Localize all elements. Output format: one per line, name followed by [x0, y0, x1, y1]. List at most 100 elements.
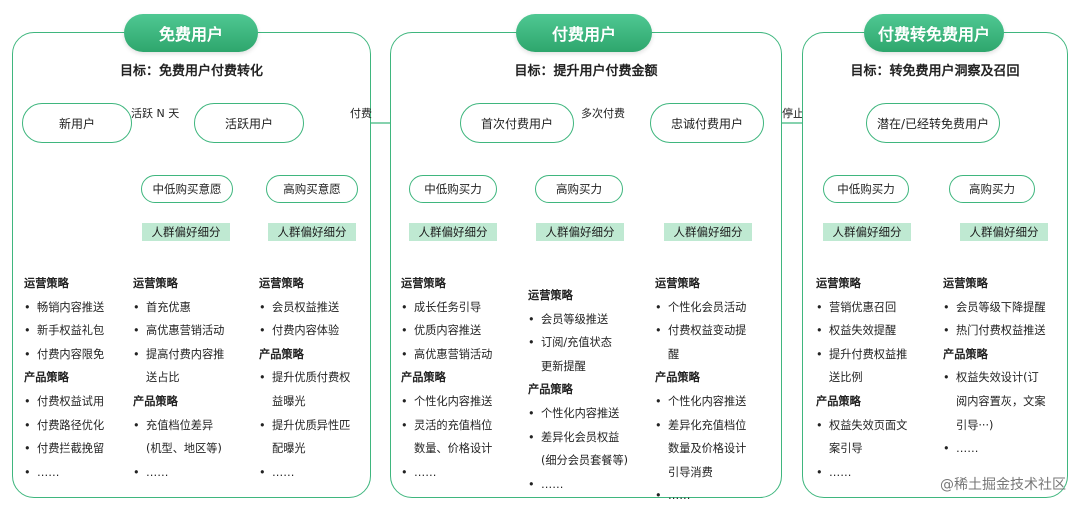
list-item: 个性化内容推送	[401, 390, 523, 414]
list-item: 差异化充值档位	[655, 414, 779, 438]
list-item: ……	[528, 473, 652, 497]
segment-tag: 人群偏好细分	[409, 223, 497, 241]
list-item-continuation: 引导消费	[668, 465, 713, 479]
product-strategy-heading: 产品策略	[133, 394, 178, 408]
product-strategy-heading: 产品策略	[24, 371, 69, 385]
list-item: 付费内容体验	[259, 319, 369, 343]
list-item-continuation: 数量及价格设计	[668, 442, 747, 456]
list-item: 提升付费权益推	[816, 343, 936, 367]
list-item-continuation: 送比例	[829, 371, 863, 385]
list-item: 成长任务引导	[401, 296, 523, 320]
node-first-pay-user: 首次付费用户	[460, 103, 574, 143]
node-mid-purchasing-power: 中低购买力	[409, 175, 497, 203]
strategy-column: 运营策略 营销优惠召回 权益失效提醒 提升付费权益推 送比例 产品策略 权益失效…	[816, 272, 936, 484]
list-item: 权益失效页面文	[816, 414, 936, 438]
list-item: 热门付费权益推送	[943, 319, 1065, 343]
product-strategy-heading: 产品策略	[655, 371, 700, 385]
watermark: @稀土掘金技术社区	[940, 477, 1066, 493]
node-high-purchasing-power: 高购买力	[949, 175, 1035, 203]
strategy-column: 运营策略 会员权益推送 付费内容体验 产品策略 提升优质付费权 益曝光 提升优质…	[259, 272, 369, 484]
node-high-intent: 高购买意愿	[266, 175, 358, 203]
node-lapsed-user: 潜在/已经转免费用户	[866, 103, 1000, 143]
list-item: ……	[133, 461, 251, 485]
list-item: 差异化会员权益	[528, 426, 652, 450]
list-item: 新手权益礼包	[24, 319, 134, 343]
strategy-column: 运营策略 个性化会员活动 付费权益变动提 醒 产品策略 个性化内容推送 差异化充…	[655, 272, 779, 508]
list-item-continuation: (机型、地区等)	[146, 442, 222, 456]
product-strategy-heading: 产品策略	[816, 394, 861, 408]
node-new-user: 新用户	[22, 103, 132, 143]
list-item: 首充优惠	[133, 296, 251, 320]
panel-title-paid-to-free-users: 付费转免费用户	[864, 14, 1004, 52]
list-item: 营销优惠召回	[816, 296, 936, 320]
list-item-continuation: 送占比	[146, 371, 180, 385]
product-strategy-heading: 产品策略	[943, 347, 988, 361]
list-item: 高优惠营销活动	[401, 343, 523, 367]
list-item-continuation: 配曝光	[272, 442, 306, 456]
panel-title-paying-users: 付费用户	[516, 14, 652, 52]
list-item: ……	[943, 437, 1065, 461]
list-item: 付费内容限免	[24, 343, 134, 367]
list-item: 提高付费内容推	[133, 343, 251, 367]
list-item: 权益失效设计(订	[943, 366, 1065, 390]
panel-title-free-users: 免费用户	[124, 14, 258, 52]
ops-strategy-heading: 运营策略	[24, 277, 69, 290]
strategy-column: 运营策略 畅销内容推送 新手权益礼包 付费内容限免 产品策略 付费权益试用 付费…	[24, 272, 134, 484]
ops-strategy-heading: 运营策略	[655, 277, 700, 290]
list-item-continuation: 数量、价格设计	[414, 442, 493, 456]
list-item: 优质内容推送	[401, 319, 523, 343]
node-active-user: 活跃用户	[194, 103, 304, 143]
node-mid-intent: 中低购买意愿	[141, 175, 233, 203]
list-item: 充值档位差异	[133, 414, 251, 438]
list-item-continuation: 案引导	[829, 442, 863, 456]
list-item: 畅销内容推送	[24, 296, 134, 320]
segment-tag: 人群偏好细分	[142, 223, 230, 241]
list-item: ……	[259, 461, 369, 485]
list-item-continuation: 醒	[668, 347, 680, 361]
list-item-continuation: 更新提醒	[541, 359, 586, 373]
list-item: 会员等级推送	[528, 308, 652, 332]
list-item: 个性化会员活动	[655, 296, 779, 320]
product-strategy-heading: 产品策略	[528, 383, 573, 397]
list-item: 灵活的充值档位	[401, 414, 523, 438]
segment-tag: 人群偏好细分	[664, 223, 752, 241]
strategy-column: 运营策略 会员等级推送 订阅/充值状态 更新提醒 产品策略 个性化内容推送 差异…	[528, 284, 652, 496]
segment-tag: 人群偏好细分	[823, 223, 911, 241]
ops-strategy-heading: 运营策略	[259, 277, 304, 290]
goal-paying-users: 目标：提升用户付费金额	[514, 64, 658, 79]
product-strategy-heading: 产品策略	[259, 347, 304, 361]
edge-label-pay: 付费	[350, 107, 372, 120]
list-item: ……	[655, 484, 779, 508]
strategy-column: 运营策略 首充优惠 高优惠营销活动 提高付费内容推 送占比 产品策略 充值档位差…	[133, 272, 251, 484]
list-item: 权益失效提醒	[816, 319, 936, 343]
strategy-column: 运营策略 会员等级下降提醒 热门付费权益推送 产品策略 权益失效设计(订 阅内容…	[943, 272, 1065, 461]
list-item: 会员权益推送	[259, 296, 369, 320]
ops-strategy-heading: 运营策略	[943, 277, 988, 290]
list-item: 高优惠营销活动	[133, 319, 251, 343]
list-item: 付费拦截挽留	[24, 437, 134, 461]
list-item-continuation: (细分会员套餐等)	[541, 454, 629, 468]
list-item: 付费权益变动提	[655, 319, 779, 343]
segment-tag: 人群偏好细分	[268, 223, 356, 241]
list-item: ……	[816, 461, 936, 485]
list-item: 个性化内容推送	[655, 390, 779, 414]
list-item: ……	[24, 461, 134, 485]
segment-tag: 人群偏好细分	[536, 223, 624, 241]
product-strategy-heading: 产品策略	[401, 371, 446, 385]
edge-label-multi-pay: 多次付费	[581, 107, 625, 120]
list-item: 会员等级下降提醒	[943, 296, 1065, 320]
ops-strategy-heading: 运营策略	[528, 289, 573, 302]
list-item-continuation: 引导···)	[956, 418, 994, 432]
strategy-column: 运营策略 成长任务引导 优质内容推送 高优惠营销活动 产品策略 个性化内容推送 …	[401, 272, 523, 484]
ops-strategy-heading: 运营策略	[133, 277, 178, 290]
node-mid-purchasing-power: 中低购买力	[823, 175, 909, 203]
node-high-purchasing-power: 高购买力	[535, 175, 623, 203]
ops-strategy-heading: 运营策略	[401, 277, 446, 290]
segment-tag: 人群偏好细分	[960, 223, 1048, 241]
list-item: 付费路径优化	[24, 414, 134, 438]
ops-strategy-heading: 运营策略	[816, 277, 861, 290]
list-item: 订阅/充值状态	[528, 331, 652, 355]
goal-free-users: 目标：免费用户付费转化	[119, 64, 263, 79]
list-item-continuation: 益曝光	[272, 394, 306, 408]
list-item: 个性化内容推送	[528, 402, 652, 426]
